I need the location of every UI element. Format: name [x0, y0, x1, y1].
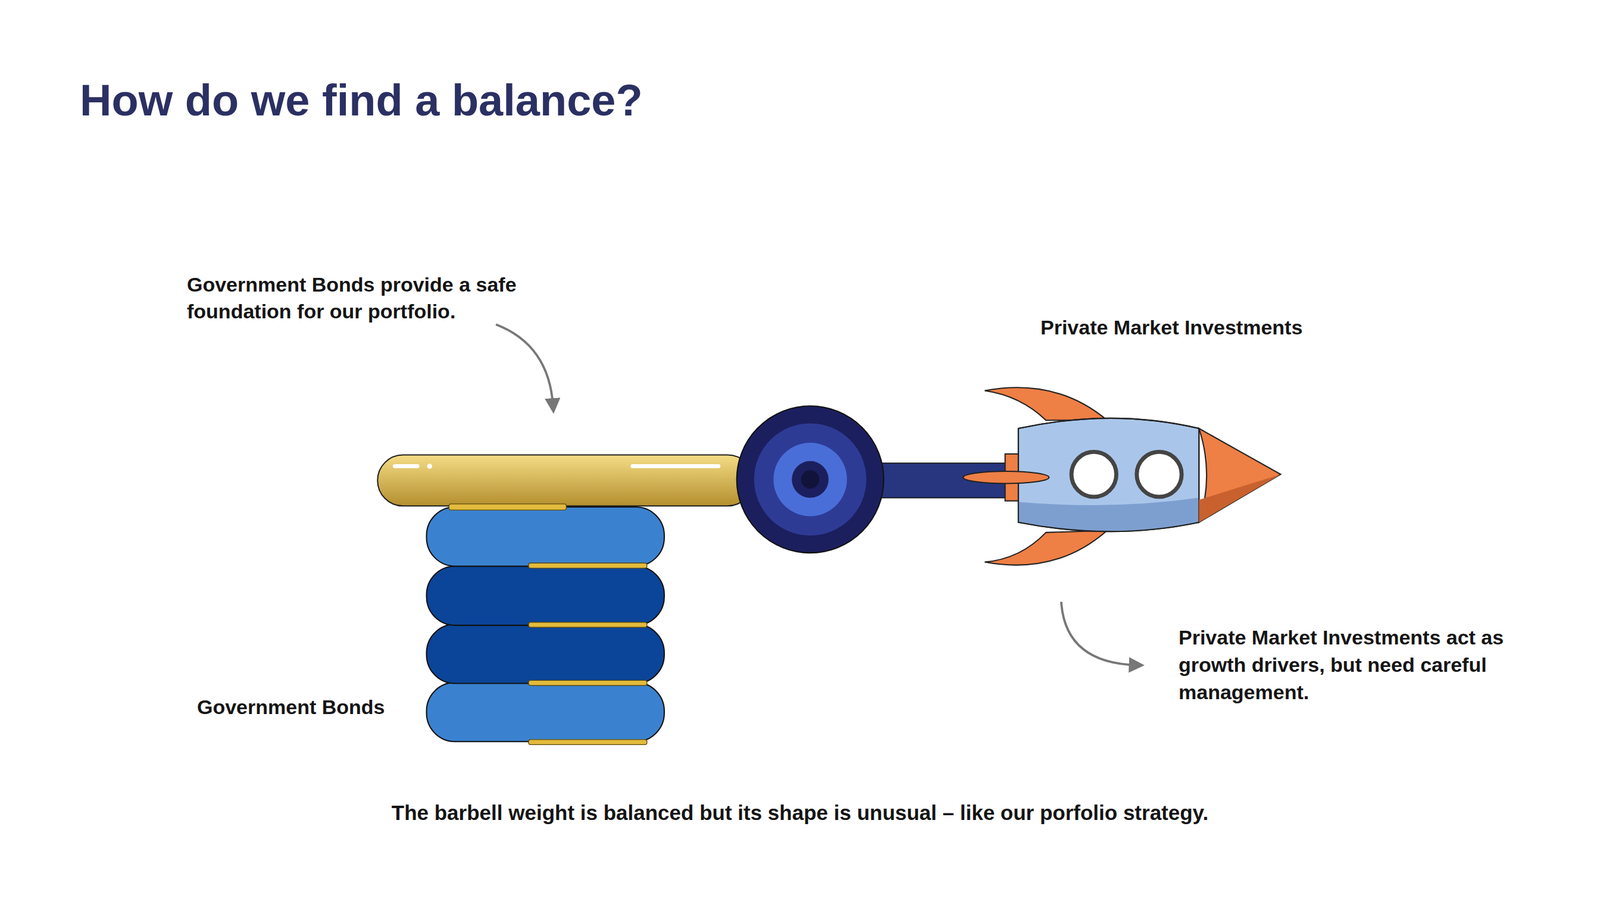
- bond-stack: [426, 507, 665, 742]
- callout-note: Private Market Investments act as growth…: [1178, 623, 1536, 707]
- leader-arrow: [495, 324, 553, 406]
- part-label: Private Market Investments: [1040, 314, 1410, 342]
- gold-bar: [377, 455, 753, 507]
- plate-bands: [528, 563, 648, 745]
- collar-disc: [736, 405, 884, 553]
- part-label: Government Bonds: [197, 694, 448, 721]
- caption: The barbell weight is balanced but its s…: [0, 801, 1600, 825]
- slide-title: How do we find a balance?: [79, 75, 643, 126]
- callout-note: Government Bonds provide a safe foundati…: [186, 271, 580, 325]
- bar-highlights: [392, 463, 721, 470]
- leader-arrow: [1061, 601, 1137, 665]
- rocket: [963, 387, 1281, 565]
